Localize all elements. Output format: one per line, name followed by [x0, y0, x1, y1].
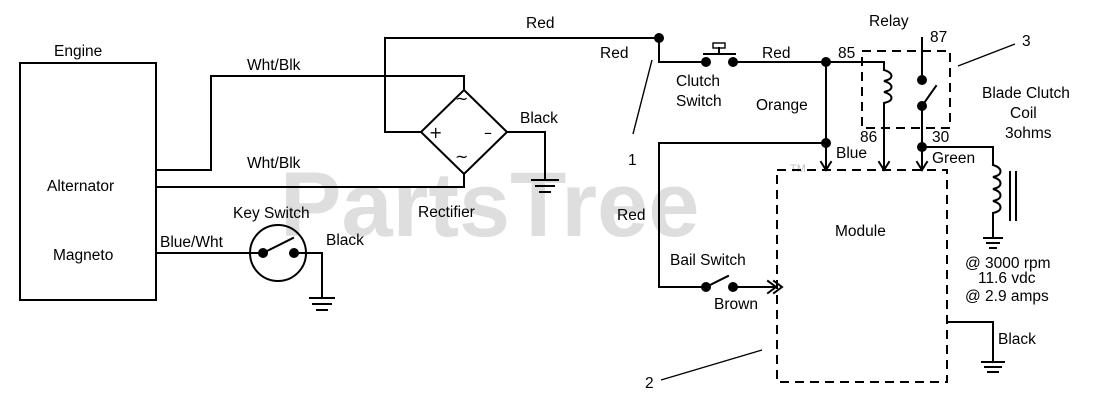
clutch-switch-label-2: Switch [676, 93, 722, 110]
wire-black-module [946, 321, 994, 363]
rectifier-minus: – [484, 123, 492, 142]
wire-label-red-clutch: Red [762, 45, 790, 62]
callout-2: 2 [645, 375, 654, 392]
wire-label-wht-blk-top: Wht/Blk [247, 57, 301, 74]
relay-label: Relay [869, 13, 909, 30]
wire-red-clutch [736, 61, 885, 71]
wire-label-black-module: Black [998, 331, 1036, 348]
spec-amps: @ 2.9 amps [965, 288, 1049, 305]
key-switch-contact-left [258, 248, 268, 258]
wire-label-blue-wht: Blue/Wht [160, 234, 224, 251]
wire-label-blue: Blue [836, 145, 867, 162]
wire-black-key [293, 252, 323, 299]
relay-box [861, 50, 951, 129]
relay-pin-30: 30 [932, 129, 950, 146]
module-label: Module [835, 223, 886, 240]
engine-label: Engine [54, 43, 102, 60]
clutch-switch-icon [703, 42, 736, 55]
wire-label-black-key: Black [326, 232, 364, 249]
rectifier-bridge [419, 88, 509, 176]
blade-clutch-label-1: Blade Clutch [982, 85, 1070, 102]
blade-clutch-label-3: 3ohms [1005, 125, 1052, 142]
callout-1: 1 [628, 152, 637, 169]
bail-switch-label: Bail Switch [670, 252, 746, 269]
wire-wht-blk-bottom [155, 172, 465, 188]
module-box [776, 169, 948, 383]
alternator-label: Alternator [47, 178, 114, 195]
blade-clutch-coil-icon [983, 163, 1017, 249]
wire-label-red-junction: Red [600, 45, 628, 62]
relay-pin-87: 87 [930, 29, 947, 46]
spec-rpm: @ 3000 rpm [965, 255, 1051, 272]
wire-wht-blk-top [155, 75, 465, 171]
callout-line-2 [660, 349, 763, 381]
wire-red-top [384, 37, 703, 133]
callout-line-3 [957, 43, 1016, 67]
wire-red-left [658, 142, 827, 288]
relay-coil-icon [877, 68, 893, 172]
wire-label-black-rectifier: Black [520, 110, 558, 127]
wire-label-orange: Orange [756, 97, 808, 114]
wire-label-wht-blk-bottom: Wht/Blk [247, 155, 301, 172]
wire-label-brown: Brown [714, 296, 758, 313]
wire-label-red-top: Red [526, 15, 554, 32]
relay-pin-86: 86 [860, 129, 877, 146]
callout-line-1 [632, 59, 653, 135]
rectifier-ac-bottom: ~ [455, 147, 468, 166]
engine-box [19, 62, 157, 301]
wire-label-green: Green [932, 150, 975, 167]
spec-volts: 11.6 vdc [978, 270, 1036, 287]
magneto-label: Magneto [53, 247, 113, 264]
wire-black-rectifier [506, 131, 546, 181]
rectifier-label: Rectifier [418, 204, 475, 221]
rectifier-plus: + [429, 123, 442, 142]
watermark: PartsTree [280, 154, 699, 256]
clutch-switch-contact-left [701, 57, 711, 67]
module-ground-icon [981, 361, 1005, 373]
clutch-switch-contact-right [728, 57, 738, 67]
relay-pin-85: 85 [838, 45, 855, 62]
ground-icon [531, 179, 559, 193]
junction-red-top [654, 33, 664, 43]
wire-label-red-left: Red [617, 207, 645, 224]
bail-switch-arm [704, 274, 730, 289]
key-switch-label: Key Switch [233, 205, 310, 222]
clutch-switch-label-1: Clutch [676, 73, 720, 90]
wire-green [921, 146, 994, 166]
key-ground-icon [309, 297, 335, 311]
blade-clutch-label-2: Coil [1010, 105, 1037, 122]
relay-contact-87 [917, 75, 927, 85]
rectifier-ac-top: ~ [455, 89, 468, 108]
callout-3: 3 [1022, 33, 1031, 50]
